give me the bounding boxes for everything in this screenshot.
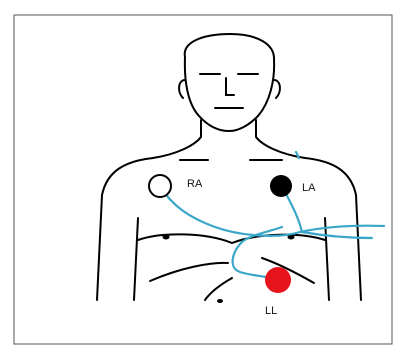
body-outline	[97, 34, 361, 300]
abdomen-line	[205, 278, 232, 300]
right-inner-arm-line	[134, 218, 138, 300]
rib-line-right	[150, 263, 228, 281]
neck-left-outline	[153, 120, 201, 158]
left-ear	[179, 80, 185, 98]
ll-label: LL	[265, 305, 277, 317]
nose	[226, 78, 234, 95]
navel	[217, 299, 223, 303]
right-ear	[274, 80, 280, 98]
figure-frame	[14, 15, 392, 344]
neck-right-outline	[256, 120, 305, 158]
ra-electrode	[149, 175, 171, 197]
right-shoulder-arm-outline	[97, 158, 153, 300]
head-outline	[185, 34, 274, 131]
right-nipple	[163, 235, 170, 240]
la-label: LA	[302, 182, 316, 194]
ra-label: RA	[187, 178, 203, 190]
ll-electrode	[265, 267, 291, 293]
ra-lead-wire	[160, 186, 384, 236]
left-inner-arm-line	[325, 218, 329, 300]
face	[200, 74, 258, 108]
la-electrode	[270, 175, 292, 197]
